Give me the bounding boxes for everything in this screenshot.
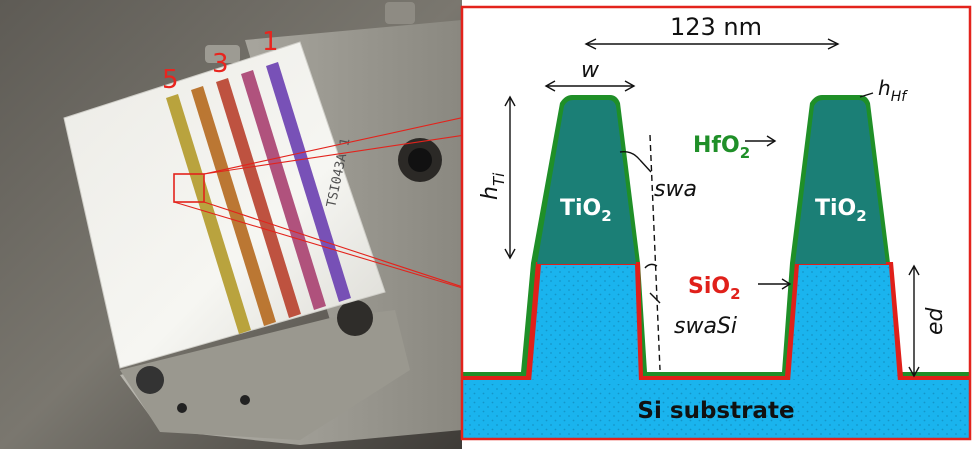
hfo2-label: HfO2 — [693, 133, 750, 162]
h-hf-label: hHf — [878, 76, 908, 105]
period-label: 123 nm — [670, 13, 762, 41]
substrate-label: Si substrate — [637, 398, 794, 424]
stripe-2 — [191, 86, 276, 326]
stripe-3 — [216, 78, 301, 318]
tio2-pillar-left — [537, 100, 636, 264]
swasi-label: swaSi — [674, 314, 737, 339]
stripe-number-1: 1 — [262, 27, 279, 57]
width-label: w — [581, 58, 600, 83]
ed-label: ed — [923, 306, 948, 335]
stripe-1 — [166, 94, 251, 334]
zoom-box — [173, 173, 205, 203]
stripe-number-5: 5 — [162, 65, 179, 95]
sample-plate — [63, 41, 386, 369]
stripes — [166, 62, 351, 334]
panel-frame — [460, 5, 972, 441]
stripe-5 — [266, 62, 351, 302]
tio2-label-right: TiO2 — [815, 196, 867, 225]
swa-label: swa — [654, 177, 697, 202]
tio2-pillar-right — [795, 100, 886, 264]
stripe-number-3: 3 — [212, 49, 229, 79]
dimension-markers — [504, 38, 920, 378]
h-ti-label: hTi — [478, 172, 508, 200]
sample-photo: TSI043A 1 5 3 1 — [0, 0, 462, 449]
stripe-4 — [241, 70, 326, 310]
sio2-label: SiO2 — [688, 274, 741, 303]
tio2-label-left: TiO2 — [560, 196, 612, 225]
cross-section-panel: 123 nm w hHf hTi swa swaSi ed HfO2 SiO2 … — [460, 5, 972, 441]
